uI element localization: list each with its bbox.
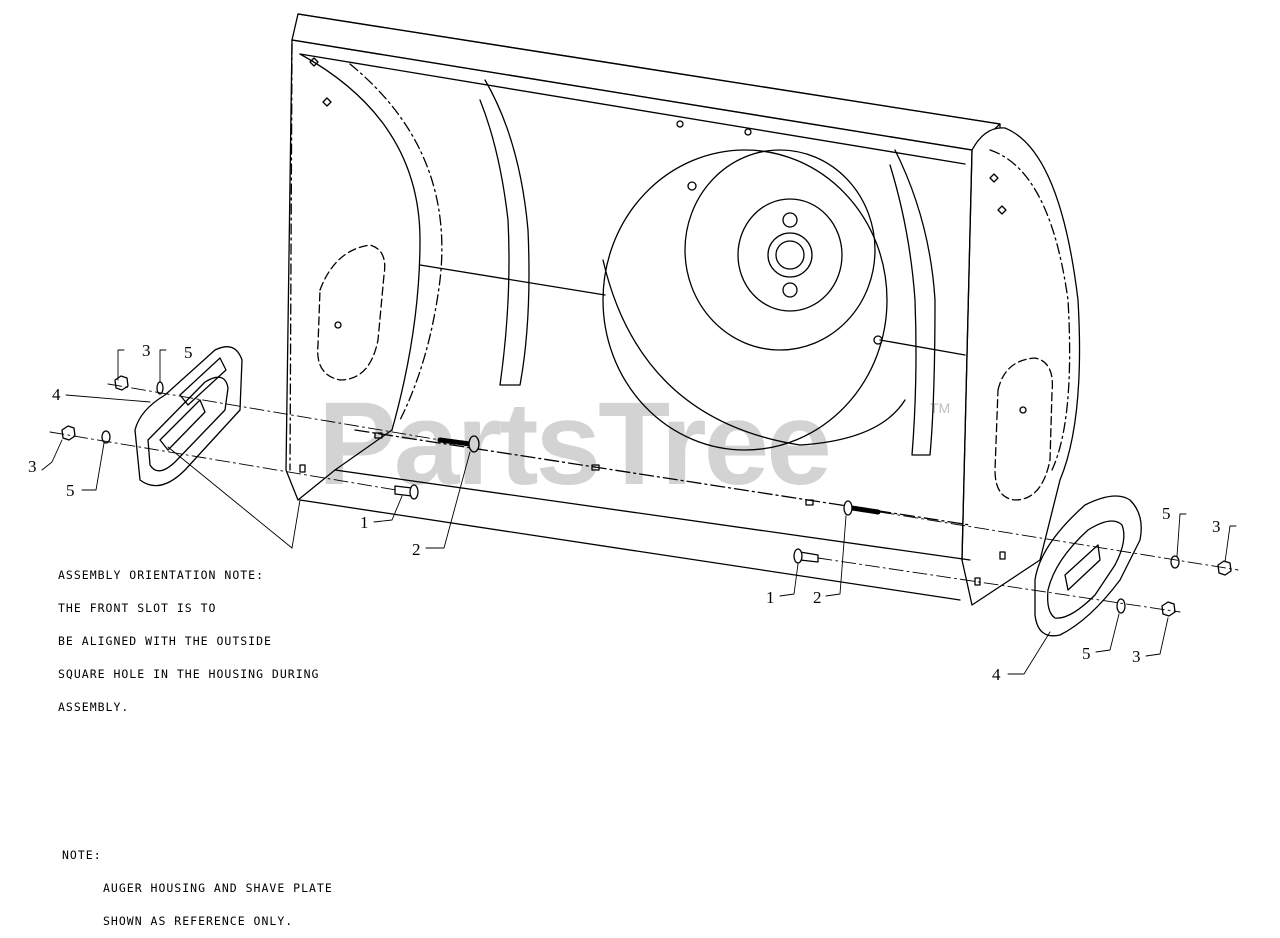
centerlines bbox=[49, 383, 1239, 613]
left-skid-shoe bbox=[134, 346, 243, 487]
callout-2-right: 2 bbox=[813, 588, 822, 607]
reference-note-line-3: SHOWN AS REFERENCE ONLY. bbox=[103, 914, 294, 928]
callout-5-left-upper: 5 bbox=[184, 343, 193, 362]
callout-1-left: 1 bbox=[360, 513, 369, 532]
hardware bbox=[61, 375, 1232, 617]
callout-5-left-lower: 5 bbox=[66, 481, 75, 500]
callout-2-left: 2 bbox=[412, 540, 421, 559]
callout-4-left: 4 bbox=[52, 385, 61, 404]
callout-5-right-lower: 5 bbox=[1082, 644, 1091, 663]
reference-note-line-1: NOTE: bbox=[62, 848, 102, 862]
reference-note: NOTE: AUGER HOUSING AND SHAVE PLATE SHOW… bbox=[62, 828, 333, 938]
callout-3-left-upper: 3 bbox=[142, 341, 151, 360]
leader-lines bbox=[41, 349, 1237, 675]
callout-5-right-upper: 5 bbox=[1162, 504, 1171, 523]
assembly-note-line-3: BE ALIGNED WITH THE OUTSIDE bbox=[58, 634, 272, 648]
reference-note-line-2: AUGER HOUSING AND SHAVE PLATE bbox=[103, 881, 333, 895]
exploded-parts-diagram bbox=[41, 13, 1239, 675]
callout-3-left-lower: 3 bbox=[28, 457, 37, 476]
assembly-note-line-4: SQUARE HOLE IN THE HOUSING DURING bbox=[58, 667, 320, 681]
right-skid-shoe bbox=[1034, 495, 1142, 637]
assembly-note-line-1: ASSEMBLY ORIENTATION NOTE: bbox=[58, 568, 265, 582]
callout-3-right-lower: 3 bbox=[1132, 647, 1141, 666]
callout-4-right: 4 bbox=[992, 665, 1001, 684]
assembly-note-line-5: ASSEMBLY. bbox=[58, 700, 130, 714]
auger-housing bbox=[285, 13, 1081, 606]
assembly-orientation-note: ASSEMBLY ORIENTATION NOTE: THE FRONT SLO… bbox=[58, 548, 319, 724]
assembly-note-line-2: THE FRONT SLOT IS TO bbox=[58, 601, 217, 615]
watermark-trademark: TM bbox=[930, 400, 951, 416]
callout-1-right: 1 bbox=[766, 588, 775, 607]
watermark-text: PartsTree bbox=[318, 378, 832, 510]
callout-3-right-upper: 3 bbox=[1212, 517, 1221, 536]
